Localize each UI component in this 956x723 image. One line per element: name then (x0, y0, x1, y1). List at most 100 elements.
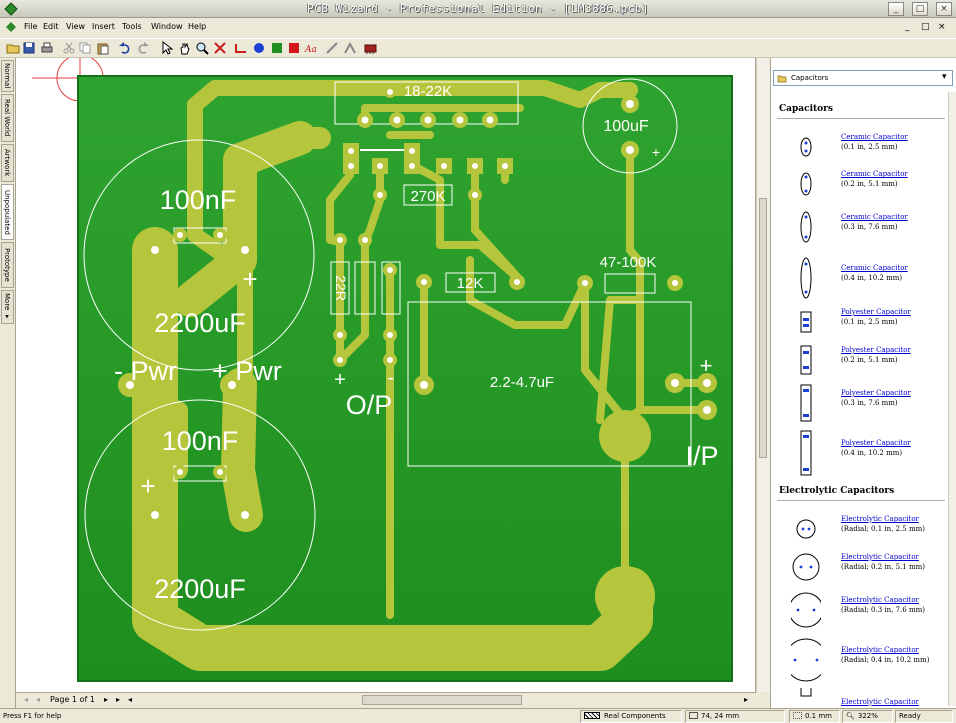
polyester-capacitor-icon (800, 345, 812, 375)
gallery-item-name[interactable]: Ceramic Capacitor (841, 170, 908, 178)
zoom-icon[interactable] (195, 41, 209, 55)
gallery-item[interactable]: Polyester Capacitor (0.4 in, 10.2 mm) (773, 430, 948, 479)
menu-view[interactable]: View (66, 22, 85, 31)
copy-icon[interactable] (78, 41, 92, 55)
copper-area-icon[interactable] (287, 41, 301, 55)
gallery-item-detail: (Radial; 0.2 in, 5.1 mm) (841, 563, 925, 571)
undo-icon[interactable] (118, 41, 132, 55)
status-state: Ready (895, 710, 953, 723)
label-op-plus: + (334, 369, 346, 391)
tab-real-world[interactable]: Real World (1, 94, 14, 142)
gallery-item[interactable]: Polyester Capacitor (0.1 in, 2.5 mm) (773, 308, 948, 348)
gallery-item-name[interactable]: Polyester Capacitor (841, 308, 911, 316)
tab-unpopulated[interactable]: Unpopulated (1, 184, 14, 240)
menu-file[interactable]: File (24, 22, 38, 31)
pan-hand-icon[interactable] (178, 41, 192, 55)
paste-icon[interactable] (96, 41, 110, 55)
gallery-item-name[interactable]: Electrolytic Capacitor (841, 698, 919, 706)
open-folder-icon[interactable] (6, 41, 20, 55)
gallery-item[interactable]: Electrolytic Capacitor (Radial; 0.3 in, … (773, 592, 948, 636)
gallery-item[interactable]: Electrolytic Capacitor (773, 688, 948, 706)
status-render-mode[interactable]: Real Components (580, 710, 682, 723)
label-c2-2200uf: 2200uF (154, 574, 246, 604)
gallery-item-name[interactable]: Polyester Capacitor (841, 439, 911, 447)
status-zoom[interactable]: 🔍︎322% (842, 710, 893, 723)
page-navigation-bar: ◂ ◂ Page 1 of 1 ▸ ▸ ◂ ▸ (16, 692, 756, 707)
document-icon[interactable] (5, 21, 17, 33)
gallery-item[interactable]: Electrolytic Capacitor (Radial; 0.4 in, … (773, 638, 948, 686)
gallery-item-name[interactable]: Electrolytic Capacitor (841, 515, 919, 523)
gallery-scrollbar[interactable] (948, 92, 956, 706)
gallery-item[interactable]: Polyester Capacitor (0.3 in, 7.6 mm) (773, 384, 948, 429)
measure-icon[interactable] (325, 41, 339, 55)
delete-icon[interactable] (213, 41, 227, 55)
gallery-item-name[interactable]: Electrolytic Capacitor (841, 646, 919, 654)
pcb-board-svg[interactable]: 18-22K 100uF + 270K 12K 47-100K 22R 2.2-… (16, 58, 756, 692)
menu-edit[interactable]: Edit (43, 22, 59, 31)
gallery-item-name[interactable]: Ceramic Capacitor (841, 133, 908, 141)
menu-window[interactable]: Window (151, 22, 183, 31)
label-r-270k: 270K (410, 188, 445, 205)
status-grid[interactable]: 0.1 mm (789, 710, 840, 723)
label-c-100uf: 100uF (603, 118, 649, 135)
gallery-item[interactable]: Ceramic Capacitor (0.2 in, 5.1 mm) (773, 170, 948, 210)
svg-text:Aa: Aa (304, 45, 317, 55)
menu-insert[interactable]: Insert (92, 22, 115, 31)
menu-help[interactable]: Help (188, 22, 207, 31)
gallery-item[interactable]: Ceramic Capacitor (0.4 in, 10.2 mm) (773, 257, 948, 304)
gallery-item-name[interactable]: Ceramic Capacitor (841, 264, 908, 272)
gallery-item-detail: (0.1 in, 2.5 mm) (841, 143, 898, 151)
gallery-item-detail: (0.3 in, 7.6 mm) (841, 223, 898, 231)
vertical-scroll-thumb[interactable] (759, 198, 767, 458)
menu-tools[interactable]: Tools (122, 22, 142, 31)
pad-tool-icon[interactable] (252, 41, 266, 55)
first-page-icon[interactable]: ◂ (24, 695, 29, 704)
gallery-item[interactable]: Electrolytic Capacitor (Radial; 0.1 in, … (773, 515, 948, 555)
scroll-right-icon[interactable]: ▸ (744, 695, 749, 704)
gallery-item[interactable]: Electrolytic Capacitor (Radial; 0.2 in, … (773, 553, 948, 593)
minimize-button[interactable]: _ (888, 2, 904, 16)
tab-normal[interactable]: Normal (1, 60, 14, 92)
pcb-canvas[interactable]: 18-22K 100uF + 270K 12K 47-100K 22R 2.2-… (16, 58, 756, 692)
track-tool-icon[interactable] (234, 41, 248, 55)
gallery-item[interactable]: Polyester Capacitor (0.2 in, 5.1 mm) (773, 345, 948, 386)
next-page-icon[interactable]: ▸ (104, 695, 109, 704)
label-r-47-100k: 47-100K (600, 254, 657, 271)
cut-icon[interactable] (62, 41, 76, 55)
tab-artwork[interactable]: Artwork (1, 144, 14, 182)
gallery-item-name[interactable]: Polyester Capacitor (841, 346, 911, 354)
tab-prototype[interactable]: Prototype (1, 242, 14, 288)
redo-icon[interactable] (136, 41, 150, 55)
gallery-item-name[interactable]: Ceramic Capacitor (841, 213, 908, 221)
mdi-close-button[interactable]: × (938, 22, 946, 32)
canvas-vertical-scrollbar[interactable] (756, 58, 770, 692)
gallery-category-select[interactable]: Capacitors ▾ (773, 70, 953, 86)
gallery-item[interactable]: Ceramic Capacitor (0.1 in, 2.5 mm) (773, 133, 948, 173)
select-pointer-icon[interactable] (160, 41, 174, 55)
gallery-item-name[interactable]: Electrolytic Capacitor (841, 553, 919, 561)
coords-icon (689, 712, 698, 719)
gallery-item-detail: (0.4 in, 10.2 mm) (841, 449, 903, 457)
print-icon[interactable] (40, 41, 54, 55)
silkscreen-outlines (83, 78, 692, 631)
last-page-icon[interactable]: ▸ (116, 695, 121, 704)
label-r-22r: 22R (333, 275, 349, 301)
tab-more[interactable]: More ▾ (1, 290, 14, 324)
mdi-minimize-button[interactable]: _ (905, 22, 910, 32)
gallery-item-name[interactable]: Electrolytic Capacitor (841, 596, 919, 604)
align-icon[interactable] (343, 41, 357, 55)
save-icon[interactable] (22, 41, 36, 55)
horizontal-scroll-thumb[interactable] (362, 695, 522, 705)
components-icon[interactable] (364, 41, 378, 55)
scroll-left-icon[interactable]: ◂ (128, 695, 133, 704)
gallery-item[interactable]: Ceramic Capacitor (0.3 in, 7.6 mm) (773, 211, 948, 253)
text-tool-icon[interactable]: Aa (304, 41, 318, 55)
gallery-item-name[interactable]: Polyester Capacitor (841, 389, 911, 397)
chevron-down-icon[interactable]: ▾ (942, 72, 947, 82)
close-button[interactable]: × (936, 2, 952, 16)
mdi-restore-button[interactable]: □ (921, 22, 930, 32)
prev-page-icon[interactable]: ◂ (36, 695, 41, 704)
maximize-button[interactable]: □ (912, 2, 928, 16)
grid-icon (793, 712, 802, 719)
square-pad-icon[interactable] (270, 41, 284, 55)
